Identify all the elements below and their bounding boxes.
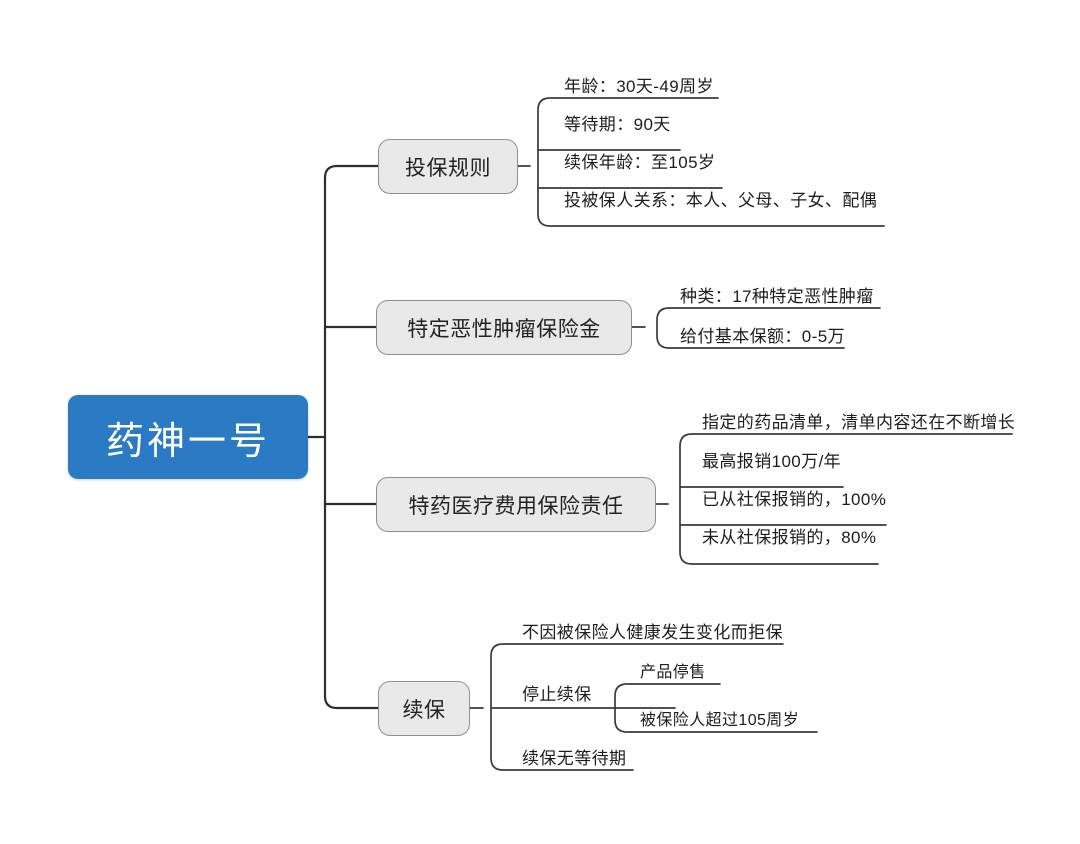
branch-node-label: 特定恶性肿瘤保险金 xyxy=(407,317,601,341)
sub-leaf-item[interactable]: 被保险人超过105周岁 xyxy=(636,704,799,732)
leaf-label: 续保无等待期 xyxy=(522,748,627,768)
root-node[interactable]: 药神一号 xyxy=(68,395,308,479)
leaf-label: 等待期：90天 xyxy=(564,114,671,134)
sub-leaf-item[interactable]: 产品停售 xyxy=(636,656,706,684)
leaf-item[interactable]: 未从社保报销的，80% xyxy=(698,521,876,549)
leaf-label: 续保年龄：至105岁 xyxy=(564,152,716,172)
leaf-item[interactable]: 投被保人关系：本人、父母、子女、配偶 xyxy=(560,184,877,212)
leaf-label: 不因被保险人健康发生变化而拒保 xyxy=(522,622,783,642)
leaf-item[interactable]: 已从社保报销的，100% xyxy=(698,483,886,511)
leaf-label: 年龄：30天-49周岁 xyxy=(564,76,714,96)
leaf-label: 最高报销100万/年 xyxy=(702,451,842,471)
main-trunk-line xyxy=(323,164,380,710)
sub-leaf-label: 产品停售 xyxy=(640,664,706,681)
branch-node-renewal[interactable]: 续保 xyxy=(378,681,470,736)
leaf-item[interactable]: 年龄：30天-49周岁 xyxy=(560,70,714,98)
sub-leaf-label: 被保险人超过105周岁 xyxy=(640,712,800,729)
leaf-item[interactable]: 最高报销100万/年 xyxy=(698,445,841,473)
leaf-label: 已从社保报销的，100% xyxy=(702,489,887,509)
leaf-label: 停止续保 xyxy=(522,684,592,704)
root-node-label: 药神一号 xyxy=(105,420,270,463)
leaf-item[interactable]: 等待期：90天 xyxy=(560,108,671,136)
leaf-label: 给付基本保额：0-5万 xyxy=(680,326,845,346)
leaf-item[interactable]: 种类：17种特定恶性肿瘤 xyxy=(676,280,874,308)
leaf-item[interactable]: 续保年龄：至105岁 xyxy=(560,146,715,174)
branch-node-label: 续保 xyxy=(402,698,446,722)
branch-node-insurance-rules[interactable]: 投保规则 xyxy=(378,139,518,194)
branch-node-special-drug-coverage[interactable]: 特药医疗费用保险责任 xyxy=(376,477,656,532)
leaf-item[interactable]: 给付基本保额：0-5万 xyxy=(676,320,845,348)
leaf-label: 指定的药品清单，清单内容还在不断增长 xyxy=(702,412,1016,432)
branch-node-label: 投保规则 xyxy=(405,156,491,180)
leaf-label: 种类：17种特定恶性肿瘤 xyxy=(680,286,874,306)
leaf-item[interactable]: 续保无等待期 xyxy=(518,742,626,770)
leaf-label: 未从社保报销的，80% xyxy=(702,527,877,547)
branch-node-critical-illness-benefit[interactable]: 特定恶性肿瘤保险金 xyxy=(376,300,632,355)
leaf-label: 投被保人关系：本人、父母、子女、配偶 xyxy=(564,190,878,210)
leaf-item[interactable]: 不因被保险人健康发生变化而拒保 xyxy=(518,616,783,644)
leaf-item-with-children[interactable]: 停止续保 xyxy=(518,678,592,706)
leaf-item[interactable]: 指定的药品清单，清单内容还在不断增长 xyxy=(698,406,1015,434)
branch-node-label: 特药医疗费用保险责任 xyxy=(408,494,624,518)
